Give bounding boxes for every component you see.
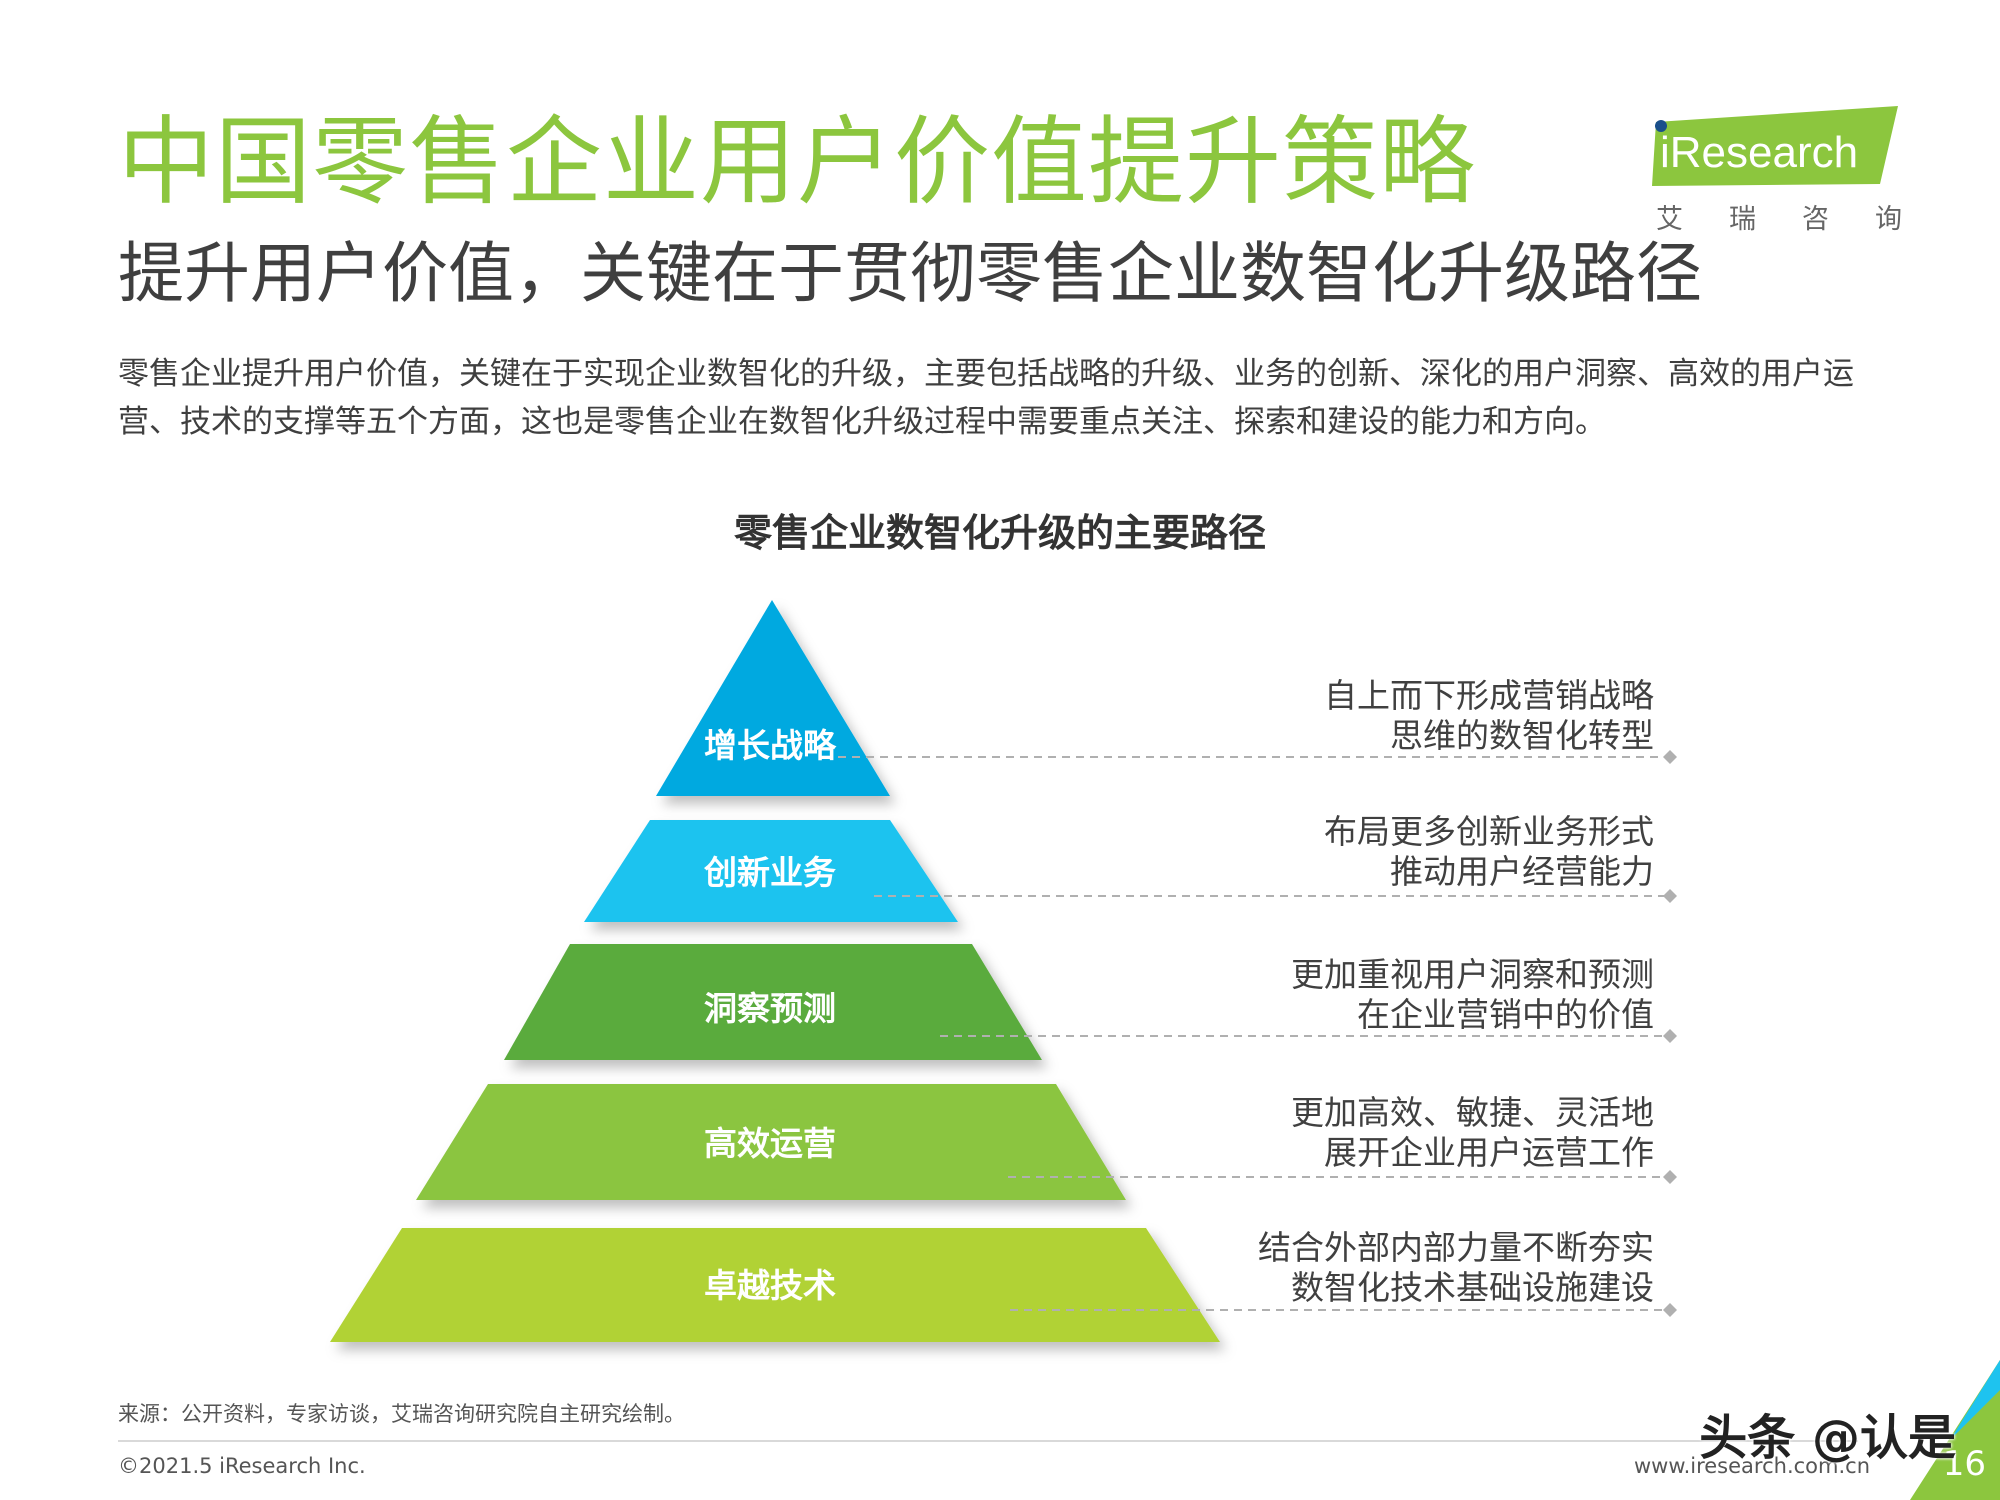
- iresearch-wordmark-icon: iResearch: [1652, 106, 1898, 186]
- page-subtitle: 提升用户价值，关键在于贯彻零售企业数智化升级路径: [118, 235, 1702, 312]
- level-label: 卓越技术: [704, 1266, 836, 1305]
- copyright: ©2021.5 iResearch Inc.: [118, 1454, 366, 1478]
- description-line: 推动用户经营能力: [1390, 852, 1654, 891]
- corner-decoration-icon: [1910, 1360, 2000, 1500]
- diagram-title: 零售企业数智化升级的主要路径: [0, 502, 2000, 557]
- description-line: 在企业营销中的价值: [1357, 995, 1654, 1034]
- watermark: 头条 @认是: [1699, 1410, 1956, 1466]
- footer-divider: [118, 1440, 1858, 1442]
- connector-end-diamond: [1663, 1303, 1677, 1317]
- description-line: 数智化技术基础设施建设: [1291, 1268, 1654, 1307]
- level-description: 更加重视用户洞察和预测 在企业营销中的价值: [1291, 955, 1654, 1035]
- pyramid-level-growth-strategy: [656, 600, 890, 796]
- connector-end-diamond: [1663, 889, 1677, 903]
- logo-wordmark-text: iResearch: [1660, 128, 1858, 177]
- logo-char: 询: [1875, 204, 1902, 235]
- iresearch-logo: iResearch 艾 瑞 咨 询: [1648, 104, 1902, 236]
- logo-chinese-name: 艾 瑞 咨 询: [1656, 197, 1902, 236]
- level-description: 布局更多创新业务形式 推动用户经营能力: [1324, 812, 1654, 892]
- level-description: 结合外部内部力量不断夯实 数智化技术基础设施建设: [1258, 1228, 1654, 1308]
- diagram-title-text: 零售企业数智化升级的主要路径: [733, 511, 1266, 555]
- level-label: 增长战略: [704, 726, 837, 765]
- description-line: 自上而下形成营销战略: [1324, 676, 1654, 715]
- logo-char: 咨: [1802, 204, 1829, 235]
- level-description: 自上而下形成营销战略 思维的数智化转型: [1324, 676, 1654, 756]
- pyramid-level-innovative-business: [584, 820, 958, 922]
- level-label: 高效运营: [704, 1124, 836, 1163]
- level-label: 洞察预测: [704, 989, 836, 1028]
- description-line: 布局更多创新业务形式: [1324, 812, 1654, 851]
- connector-end-diamond: [1663, 1029, 1677, 1043]
- level-label: 创新业务: [703, 853, 836, 892]
- logo-char: 艾: [1656, 204, 1683, 235]
- website-link[interactable]: www.iresearch.com.cn: [1633, 1454, 1870, 1478]
- pyramid-level-efficient-operation: [416, 1084, 1126, 1200]
- connector-end-diamond: [1663, 750, 1677, 764]
- intro-paragraph: 零售企业提升用户价值，关键在于实现企业数智化的升级，主要包括战略的升级、业务的创…: [118, 356, 1854, 440]
- page-title: 中国零售企业用户价值提升策略: [118, 106, 1476, 218]
- description-line: 展开企业用户运营工作: [1324, 1133, 1654, 1172]
- source-note: 来源：公开资料，专家访谈，艾瑞咨询研究院自主研究绘制。: [118, 1402, 685, 1426]
- level-description: 更加高效、敏捷、灵活地 展开企业用户运营工作: [1291, 1093, 1654, 1173]
- description-line: 更加高效、敏捷、灵活地: [1291, 1093, 1654, 1132]
- description-line: 思维的数智化转型: [1390, 716, 1654, 755]
- connector-end-diamond: [1663, 1170, 1677, 1184]
- description-line: 结合外部内部力量不断夯实: [1258, 1228, 1654, 1267]
- pyramid-level-insight-prediction: [504, 944, 1042, 1060]
- description-line: 更加重视用户洞察和预测: [1291, 955, 1654, 994]
- pyramid-level-excellent-technology: [330, 1228, 1220, 1342]
- logo-char: 瑞: [1729, 204, 1756, 235]
- page-number: 16: [1942, 1444, 1986, 1484]
